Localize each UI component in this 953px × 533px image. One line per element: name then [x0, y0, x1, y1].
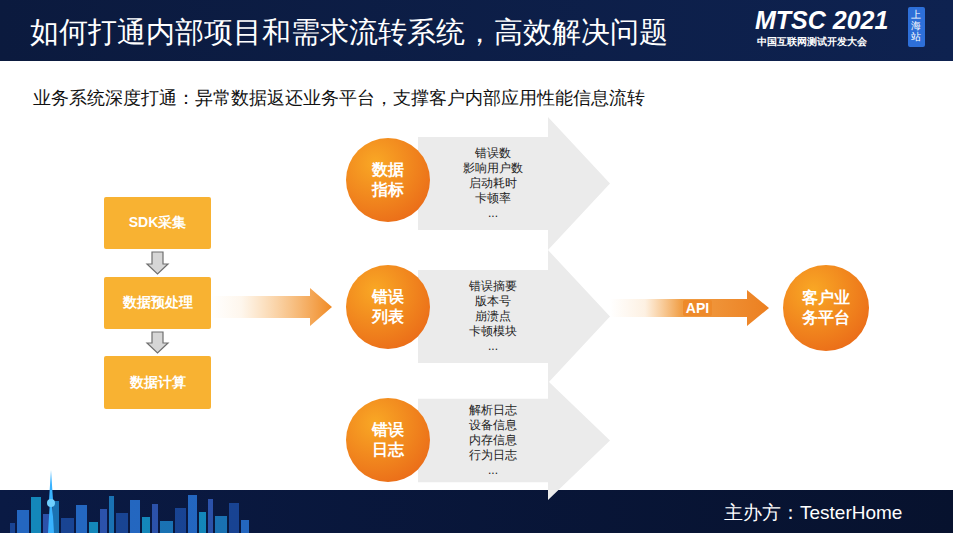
detail-item: 卡顿模块 — [469, 324, 517, 339]
circle-label: 客户业务平台 — [800, 288, 853, 328]
detail-arrow-panel: 错误摘要版本号崩溃点卡顿模块... — [418, 250, 610, 383]
tv-tower — [48, 470, 54, 533]
building — [160, 521, 173, 533]
box-label: 数据预处理 — [123, 294, 193, 312]
category-circle: 数据指标 — [346, 138, 430, 222]
detail-item: 影响用户数 — [463, 161, 523, 176]
process-box: 数据预处理 — [104, 277, 211, 329]
detail-item: 内存信息 — [469, 433, 517, 448]
building — [10, 523, 15, 533]
transfer-arrow — [610, 290, 769, 326]
circle-label: 错误列表 — [370, 287, 407, 327]
detail-item: 设备信息 — [469, 418, 517, 433]
detail-item: 启动耗时 — [469, 176, 517, 191]
box-label: 数据计算 — [130, 374, 186, 392]
detail-item: ... — [488, 339, 498, 354]
building — [188, 495, 197, 533]
building — [100, 509, 107, 533]
building — [229, 503, 239, 533]
building — [208, 499, 213, 533]
circle-shape — [346, 398, 430, 482]
logo-subtext: 中国互联网测试开发大会 — [757, 35, 867, 49]
tower-sphere — [47, 499, 55, 507]
detail-arrow-panel: 错误数影响用户数启动耗时卡顿率... — [418, 117, 610, 250]
building — [17, 510, 29, 533]
detail-list: 解析日志设备信息内存信息行为日志... — [418, 381, 568, 500]
process-box: 数据计算 — [104, 356, 211, 409]
building — [241, 520, 249, 533]
category-circle: 错误日志 — [346, 398, 430, 482]
flow-arrow — [147, 252, 168, 274]
detail-item: 错误数 — [475, 146, 511, 161]
detail-item: 崩溃点 — [475, 309, 511, 324]
city-skyline — [10, 470, 249, 533]
building — [116, 513, 128, 533]
building — [76, 505, 87, 533]
detail-item: ... — [488, 206, 498, 221]
building — [142, 517, 150, 533]
circle-shape — [346, 138, 430, 222]
detail-list: 错误摘要版本号崩溃点卡顿模块... — [418, 250, 568, 383]
detail-item: 行为日志 — [469, 448, 517, 463]
category-circle: 客户业务平台 — [783, 265, 869, 351]
footer-band — [0, 490, 953, 533]
detail-item: 错误摘要 — [469, 279, 517, 294]
building — [89, 522, 98, 533]
circle-shape — [346, 265, 430, 349]
flow-arrow — [147, 332, 168, 353]
building — [152, 504, 158, 533]
circle-label: 数据指标 — [370, 160, 407, 200]
process-box: SDK采集 — [104, 197, 211, 249]
arrow-panel-shape — [418, 250, 610, 383]
building — [53, 501, 59, 533]
slide-title: 如何打通内部项目和需求流转系统，高效解决问题 — [30, 13, 668, 53]
building — [175, 508, 186, 533]
edge-label: API — [683, 300, 712, 316]
transfer-arrow — [211, 288, 332, 326]
detail-item: 版本号 — [475, 294, 511, 309]
circle-shape — [783, 265, 869, 351]
detail-arrow-panel: 解析日志设备信息内存信息行为日志... — [418, 381, 610, 500]
detail-list: 错误数影响用户数启动耗时卡顿率... — [418, 117, 568, 250]
detail-item: ... — [488, 463, 498, 478]
circle-label: 错误日志 — [370, 420, 407, 460]
category-circle: 错误列表 — [346, 265, 430, 349]
subtitle: 业务系统深度打通：异常数据返还业务平台，支撑客户内部应用性能信息流转 — [33, 86, 645, 110]
location-badge-text: 上海站 — [911, 9, 921, 42]
location-badge — [908, 7, 925, 47]
building — [130, 500, 140, 533]
organizer-text: 主办方：TesterHome — [724, 500, 902, 526]
building — [199, 512, 206, 533]
building — [109, 496, 114, 533]
building — [31, 497, 41, 533]
building — [215, 516, 227, 533]
detail-item: 卡顿率 — [475, 191, 511, 206]
logo-text: MTSC 2021 — [755, 6, 888, 35]
building — [61, 518, 74, 533]
detail-item: 解析日志 — [469, 403, 517, 418]
header-band — [0, 0, 953, 61]
box-label: SDK采集 — [129, 214, 187, 232]
